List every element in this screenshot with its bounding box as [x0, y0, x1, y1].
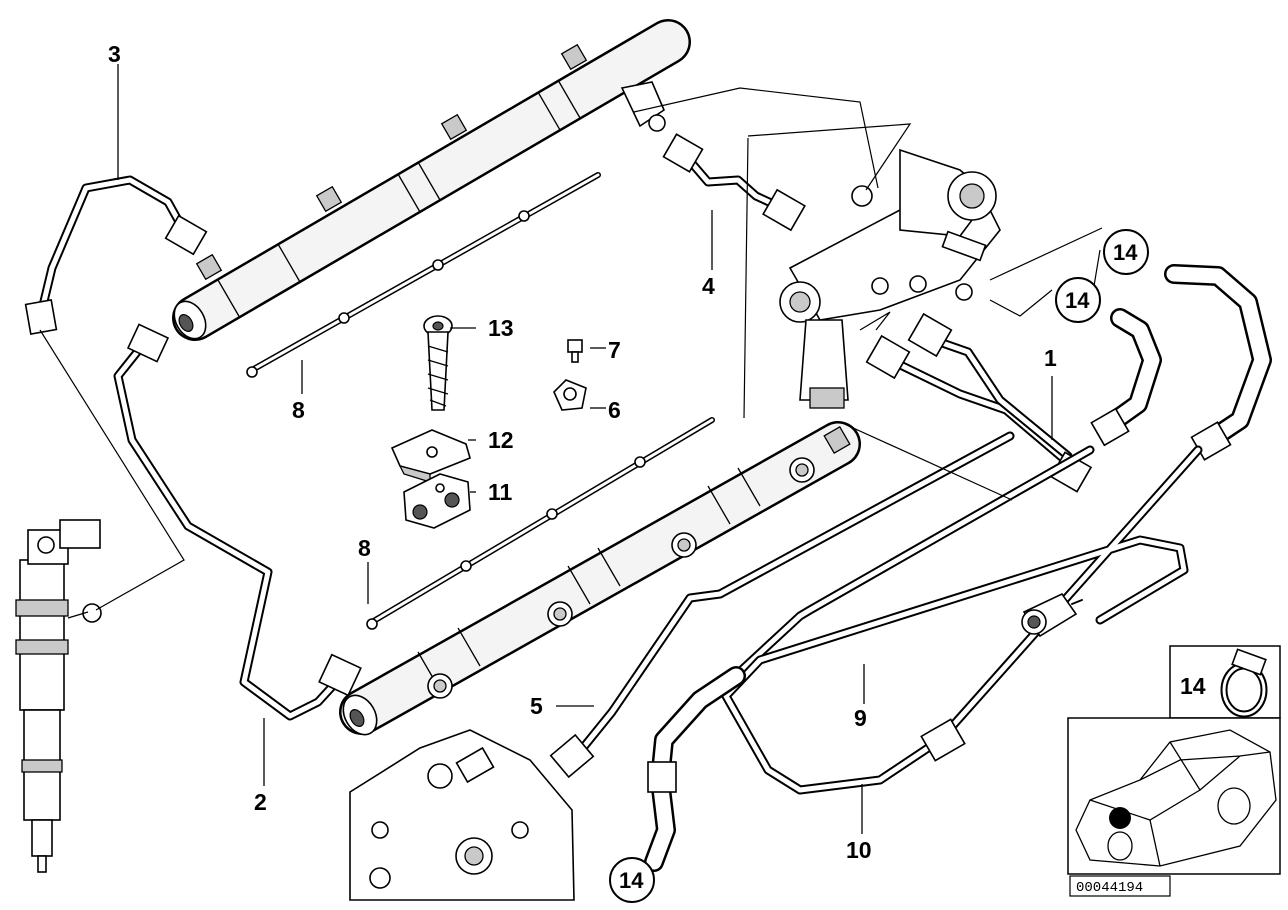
fuel-injection-pipe-2	[113, 323, 362, 721]
fuel-return-line-10	[721, 445, 1203, 795]
pipe-holder-11	[403, 473, 471, 529]
fuel-injection-pipe-3	[24, 175, 208, 335]
upper-fuel-rail	[172, 19, 691, 341]
dashed-leader-lines	[39, 87, 1103, 611]
fuel-injection-pipe-5	[549, 431, 1015, 779]
fuel-injector	[15, 519, 102, 873]
callout-8-upper: 8	[292, 397, 305, 423]
fuel-feed-line-9	[715, 445, 1095, 695]
callout-7: 7	[608, 337, 621, 363]
callout-14-inset: 14	[1180, 673, 1206, 699]
callout-2: 2	[254, 789, 267, 815]
callout-10: 10	[846, 837, 872, 863]
callout-13: 13	[488, 315, 514, 341]
callout-6: 6	[608, 397, 621, 423]
svg-text:14: 14	[1065, 288, 1090, 313]
callout-4: 4	[702, 273, 715, 299]
callout-leaders	[117, 64, 1053, 834]
lower-fuel-rail	[339, 421, 861, 736]
high-pressure-pump-bottom	[349, 729, 575, 901]
return-hose-lower	[644, 666, 746, 872]
screw-7	[567, 339, 583, 363]
reference-number-box: 00044194	[1069, 875, 1171, 897]
callout-12: 12	[488, 427, 514, 453]
fuel-injection-pipe-4	[662, 133, 806, 232]
quick-connector	[1021, 592, 1083, 638]
bracket-12	[390, 429, 471, 483]
leak-off-line-upper	[246, 172, 601, 378]
svg-text:14: 14	[619, 868, 644, 893]
callout-9: 9	[854, 705, 867, 731]
callout-14-circle-a: 14	[1103, 229, 1149, 275]
leak-off-line-lower	[366, 417, 715, 630]
callout-8-lower: 8	[358, 535, 371, 561]
callout-3: 3	[108, 41, 121, 67]
fuel-return-hose-upper	[1090, 264, 1272, 461]
pipe-clip-6	[553, 379, 587, 411]
callout-5: 5	[530, 693, 543, 719]
fuel-pipe-1	[865, 312, 1093, 493]
callout-14-circle-b: 14	[1055, 277, 1101, 323]
high-pressure-pump-top	[779, 148, 1001, 409]
callout-11: 11	[488, 479, 513, 505]
screw-13	[423, 315, 453, 411]
svg-text:14: 14	[1113, 240, 1138, 265]
inset-car-locator	[1067, 717, 1281, 875]
reference-number: 00044194	[1076, 880, 1143, 896]
inset-hose-clamp: 14	[1169, 645, 1281, 719]
callout-1: 1	[1044, 345, 1057, 371]
callout-14-circle-c: 14	[609, 857, 655, 903]
